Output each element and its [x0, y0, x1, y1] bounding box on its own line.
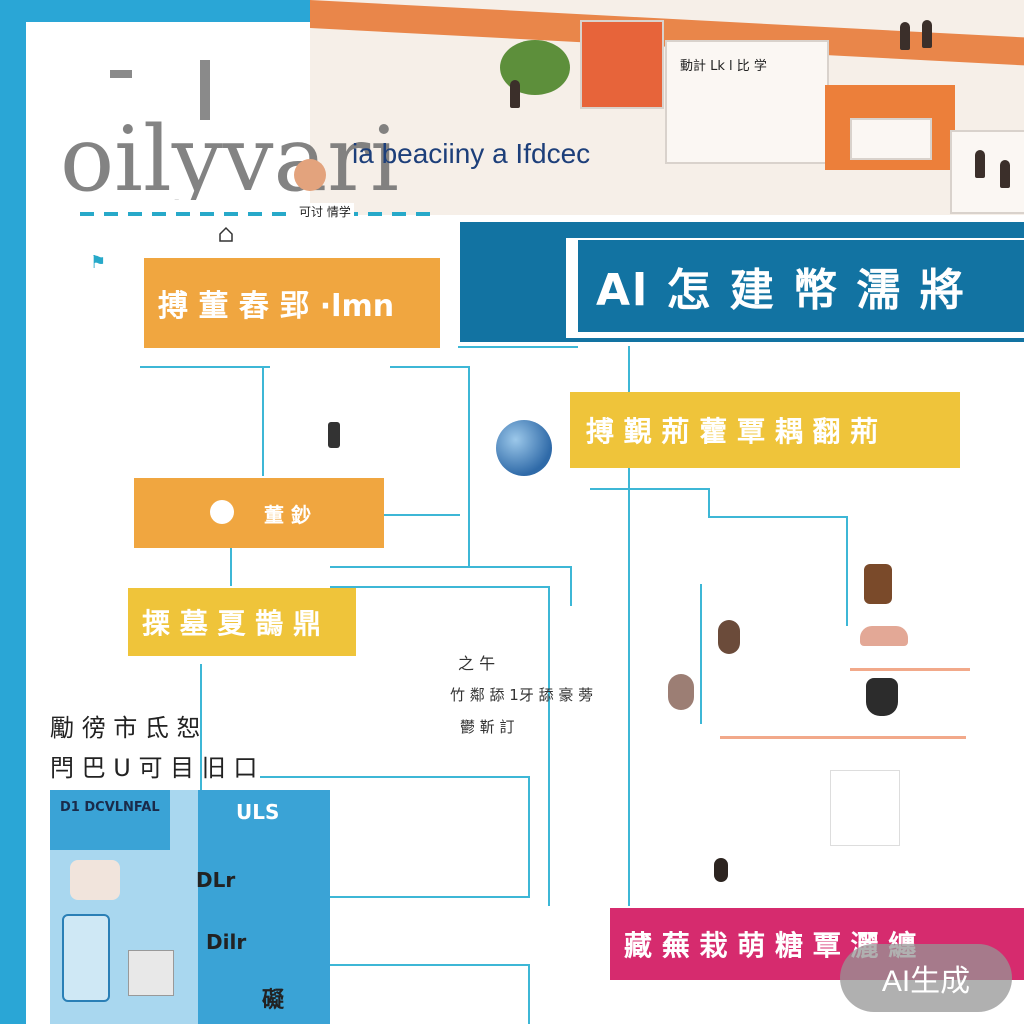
dashed-connector: [80, 212, 440, 216]
connector: [330, 566, 570, 568]
connector: [628, 346, 630, 906]
connector: [590, 488, 710, 490]
battery-icon: [328, 422, 340, 448]
connector: [700, 584, 702, 724]
record-icon: [210, 500, 234, 524]
shop-window-right: [850, 118, 932, 160]
connector: [262, 366, 264, 476]
panel-label: D1 DCVLNFAL: [60, 800, 160, 815]
connector: [458, 346, 578, 348]
connector: [390, 366, 470, 368]
top-frame-bar: [0, 0, 320, 22]
panel-item: DLr: [196, 868, 236, 892]
person-icon: [922, 20, 932, 48]
panel-item: ULS: [236, 800, 280, 824]
connector: [384, 514, 460, 516]
person-icon: [668, 674, 694, 710]
side-text-line1: 勵 徬 市 氐 恕: [50, 714, 201, 742]
connector: [846, 516, 848, 626]
ai-generated-watermark: AI生成: [840, 944, 1012, 1012]
panel-illustration-icon: [70, 860, 120, 900]
shop-window-center: [665, 40, 829, 164]
header-title: Al 怎 建 幣 濡 將: [578, 240, 1024, 332]
connector: [330, 896, 530, 898]
flag-icon: ⚑: [90, 252, 107, 273]
globe-icon: [496, 420, 552, 476]
node-yellow-left: 搮 墓 夏 鵲 鼎: [128, 588, 356, 656]
panel-column-right: [198, 790, 330, 1024]
connector: [528, 964, 530, 1024]
brand-subtitle: ia beaciiny a Ifdcec: [352, 138, 591, 169]
panel-item: 礙: [262, 988, 285, 1013]
center-caption-line1: 之 午: [458, 654, 496, 673]
connector: [708, 516, 848, 518]
row-divider: [720, 736, 966, 739]
person-icon: [510, 80, 520, 108]
side-text-line2: 閂 巴 U 可 目 旧 口: [50, 754, 258, 782]
phone-icon: [62, 914, 110, 1002]
node-yellow-right: 搏 覲 荊 藿 覃 耦 翻 荊: [570, 392, 960, 468]
connector: [140, 366, 270, 368]
connector: [708, 488, 710, 516]
connector: [570, 566, 572, 606]
dashed-connector-label: 可讨 情学: [296, 203, 354, 220]
person-icon: [1000, 160, 1010, 188]
person-icon: [714, 858, 728, 882]
svg-text:oilyvari: oilyvari: [60, 107, 399, 200]
center-caption-line2: 竹 鄰 舔 1牙 舔 豪 蒡: [450, 686, 594, 704]
person-icon: [900, 22, 910, 50]
notebook-icon: [830, 770, 900, 846]
connector: [548, 586, 550, 906]
connector: [230, 546, 232, 586]
node-orange-top: 搏 董 舂 郢 ·lmn: [144, 258, 440, 348]
map-icon: [128, 950, 174, 996]
row-divider: [850, 668, 970, 671]
brand-logo: oilyvari: [60, 60, 399, 200]
connector: [528, 776, 530, 896]
connector: [330, 964, 530, 966]
connector: [260, 776, 530, 778]
person-icon: [975, 150, 985, 178]
node-orange-mid: 董 鈔: [134, 478, 384, 548]
connector: [200, 664, 202, 884]
storefront-illustration: 動計 Lk l 比 学: [310, 0, 1024, 215]
connector: [468, 366, 470, 566]
panel-item: Dilr: [206, 930, 247, 954]
person-icon: [718, 620, 740, 654]
shop-wing: [950, 130, 1024, 214]
center-caption-line3: 鬱 靳 訂: [460, 718, 515, 736]
shop-window-left: [580, 20, 664, 109]
portrait-icon: [864, 564, 892, 604]
panel-column-left: [50, 790, 170, 850]
hat-icon: [860, 626, 908, 646]
boot-icon: [866, 678, 898, 716]
left-frame-bar: [0, 0, 26, 1024]
node-orange-mid-label: 董 鈔: [264, 502, 311, 527]
storefront-sign: 動計 Lk l 比 学: [680, 59, 767, 74]
home-icon: [219, 226, 233, 242]
connector: [330, 586, 550, 588]
